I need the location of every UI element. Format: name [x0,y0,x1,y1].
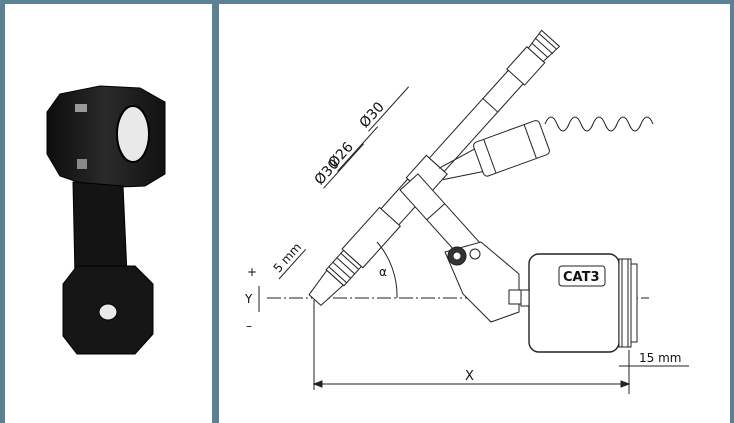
x-dim-arrows [312,380,631,388]
bracket-arm [72,181,128,277]
x-label: X [465,369,474,384]
dim-5mm: 5 mm [271,240,307,280]
pyrometer-barrel [308,29,561,307]
bracket-photo [46,85,166,355]
bracket-bottom-hole [98,303,118,321]
coiled-cable [544,116,654,132]
minus-sign: – [246,319,252,333]
plus-sign: + [247,265,257,279]
alpha-label: α [379,265,387,279]
technical-drawing-panel: CAT3 α + Y – X 15 mm 5 mm Ø30 Ø26 [219,4,730,423]
set-screw-mid [77,159,87,169]
device-logo: CAT3 [563,270,600,285]
cable-connector [438,120,550,181]
dim-15mm-label: 15 mm [639,351,681,365]
bracket-bore [116,105,150,163]
bracket-photo-panel [5,4,212,423]
set-screw-top [75,104,87,112]
pivot-mount [444,241,522,323]
dim-dia30-upper: Ø30 [357,86,410,132]
alpha-arc [376,241,398,299]
sensor-housing [520,253,638,353]
technical-drawing: CAT3 α + Y – X 15 mm 5 mm Ø30 Ø26 [244,29,689,394]
y-label: Y [244,292,253,306]
